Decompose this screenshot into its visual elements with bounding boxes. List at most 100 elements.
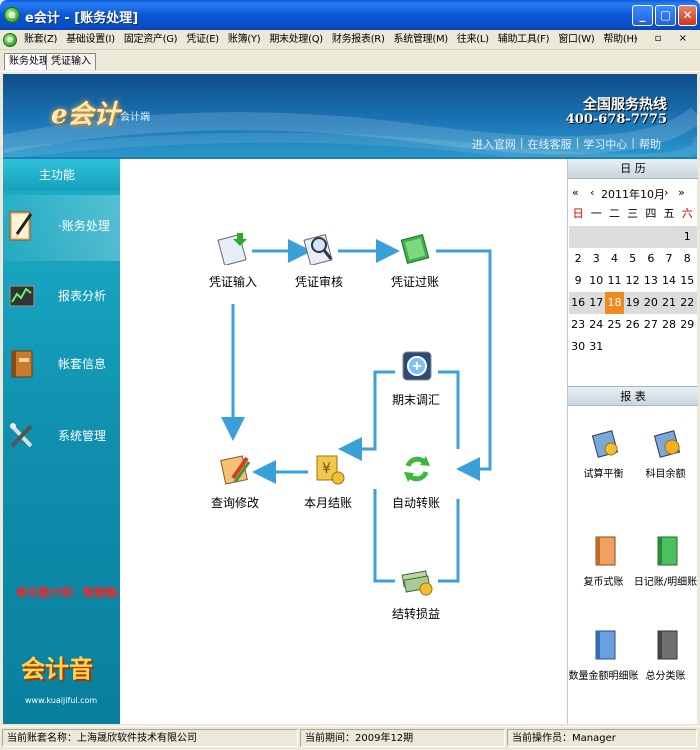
- prev-year-button[interactable]: «: [572, 186, 579, 199]
- calendar-day: [642, 336, 660, 358]
- status-operator: 当前操作员：Manager: [507, 729, 697, 747]
- workflow-node-month-close[interactable]: ¥ 本月结账: [288, 452, 368, 522]
- close-button[interactable]: ✕: [678, 5, 697, 26]
- calendar-day[interactable]: 2: [574, 252, 582, 265]
- nav-item-system-management[interactable]: 系统管理: [3, 405, 120, 471]
- calendar-day[interactable]: 3: [592, 252, 600, 265]
- menu-help[interactable]: 帮助(H): [603, 34, 638, 45]
- nav-item-report-analysis[interactable]: 报表分析: [3, 265, 120, 331]
- report-general-ledger[interactable]: 总分类账: [633, 629, 698, 699]
- calendar-day[interactable]: 9: [574, 274, 582, 287]
- calendar-day[interactable]: 30: [571, 340, 586, 353]
- calendar-day[interactable]: 20: [643, 296, 658, 309]
- calendar-day[interactable]: 23: [571, 318, 586, 331]
- report-quantity-amount[interactable]: 数量金额明细账: [569, 629, 639, 699]
- workflow-label: 自动转账: [391, 496, 440, 510]
- calendar-day[interactable]: 6: [647, 252, 655, 265]
- minimize-button[interactable]: _: [632, 5, 653, 26]
- link-learning-center[interactable]: 学习中心: [583, 138, 628, 151]
- calendar-day[interactable]: 11: [607, 274, 622, 287]
- calendar-day[interactable]: 13: [643, 274, 658, 287]
- book-icon: [11, 350, 33, 378]
- maximize-button[interactable]: ▢: [655, 5, 676, 26]
- menu-period-end[interactable]: 期末处理(Q): [269, 34, 323, 45]
- report-journal-detail[interactable]: 日记账/明细账: [633, 535, 698, 605]
- link-separator: |: [575, 136, 580, 149]
- menu-basic-settings[interactable]: 基础设置(I): [66, 34, 115, 45]
- workflow-node-auto-transfer[interactable]: 自动转账: [376, 452, 456, 522]
- prev-month-button[interactable]: ‹: [590, 186, 595, 199]
- workflow-node-voucher-review[interactable]: 凭证审核: [279, 231, 359, 301]
- balance-icon: [591, 430, 619, 458]
- menu-fixed-assets[interactable]: 固定资产(G): [123, 34, 178, 45]
- main-app: e会计 会计端 全国服务热线 400-678-7775 进入官网 | 在线客服 …: [3, 74, 698, 724]
- menu-app-icon[interactable]: e: [3, 33, 17, 47]
- calendar-day[interactable]: 22: [680, 296, 695, 309]
- workflow-label: 期末调汇: [391, 393, 440, 407]
- refresh-icon: [404, 456, 430, 482]
- menu-financial-reports[interactable]: 财务报表(R): [331, 34, 385, 45]
- calendar-day[interactable]: 8: [683, 252, 691, 265]
- calendar-day[interactable]: 29: [680, 318, 695, 331]
- reports-heading: 报 表: [568, 386, 698, 406]
- calendar-day[interactable]: 28: [662, 318, 677, 331]
- blue-book-icon: [595, 630, 616, 660]
- calendar-day[interactable]: 16: [571, 296, 586, 309]
- link-help[interactable]: 帮助: [639, 138, 661, 151]
- next-month-button[interactable]: ›: [664, 186, 669, 199]
- report-label: 试算平衡: [583, 469, 624, 480]
- report-label: 日记账/明细账: [633, 577, 698, 588]
- menu-tools[interactable]: 辅助工具(F): [497, 34, 550, 45]
- calendar-day[interactable]: 14: [662, 274, 677, 287]
- nav-item-account-info[interactable]: 帐套信息: [3, 333, 120, 399]
- report-label: 数量金额明细账: [568, 671, 639, 682]
- document-tabs: 账务处理 凭证输入: [0, 50, 700, 72]
- menu-window[interactable]: 窗口(W): [558, 34, 595, 45]
- calendar-day[interactable]: 31: [589, 340, 604, 353]
- calendar-day[interactable]: 10: [589, 274, 604, 287]
- calendar-day[interactable]: 15: [680, 274, 695, 287]
- calendar-day[interactable]: 1: [683, 230, 691, 243]
- menu-ledger[interactable]: 账簿(Y): [227, 34, 261, 45]
- green-book-icon: [657, 536, 678, 566]
- nav-heading: 主功能: [3, 159, 120, 191]
- menu-voucher[interactable]: 凭证(E): [186, 34, 219, 45]
- calendar-day[interactable]: 21: [662, 296, 677, 309]
- menu-account-set[interactable]: 账套(Z): [24, 34, 58, 45]
- calendar-day[interactable]: 17: [589, 296, 604, 309]
- link-online-support[interactable]: 在线客服: [527, 138, 572, 151]
- tab-voucher-input[interactable]: 凭证输入: [46, 53, 96, 70]
- report-trial-balance[interactable]: 试算平衡: [571, 427, 636, 497]
- calendar-day[interactable]: 4: [610, 252, 618, 265]
- calendar-day[interactable]: 18: [605, 292, 624, 314]
- report-account-balance[interactable]: 科目余额: [633, 427, 698, 497]
- menu-transactions[interactable]: 往来(L): [456, 34, 489, 45]
- calendar-day[interactable]: 12: [625, 274, 640, 287]
- workflow-node-voucher-input[interactable]: 凭证输入: [193, 231, 273, 301]
- calendar-day[interactable]: 7: [665, 252, 673, 265]
- next-year-button[interactable]: »: [678, 186, 685, 199]
- workflow-node-period-exchange[interactable]: 期末调汇: [376, 349, 456, 419]
- gray-book-icon: [657, 630, 678, 660]
- menu-system-management[interactable]: 系统管理(M): [393, 34, 449, 45]
- workflow-node-query-edit[interactable]: 查询修改: [195, 452, 275, 522]
- calendar-day[interactable]: 19: [625, 296, 640, 309]
- nav-item-account-processing[interactable]: ·账务处理: [3, 195, 120, 261]
- workflow-node-profit-loss[interactable]: 结转损益: [376, 563, 456, 633]
- link-separator: |: [631, 136, 635, 149]
- nav-label: ·账务处理: [58, 219, 110, 233]
- calendar-day[interactable]: 25: [607, 318, 622, 331]
- report-multi-currency[interactable]: 复币式账: [571, 535, 636, 605]
- mdi-controls[interactable]: - ▫ ×: [633, 33, 694, 44]
- report-label: 总分类账: [645, 671, 686, 682]
- calendar-week-row: 1: [569, 226, 697, 248]
- calendar-day: [587, 226, 605, 248]
- link-official-site[interactable]: 进入官网: [471, 138, 516, 151]
- calendar-day[interactable]: 24: [589, 318, 604, 331]
- workflow-node-voucher-posting[interactable]: 凭证过账: [375, 231, 455, 301]
- calendar-day[interactable]: 26: [625, 318, 640, 331]
- new-feature-link[interactable]: 新功能介绍：智能输入: [17, 586, 127, 599]
- calendar-day[interactable]: 27: [643, 318, 658, 331]
- calendar-day[interactable]: 5: [629, 252, 637, 265]
